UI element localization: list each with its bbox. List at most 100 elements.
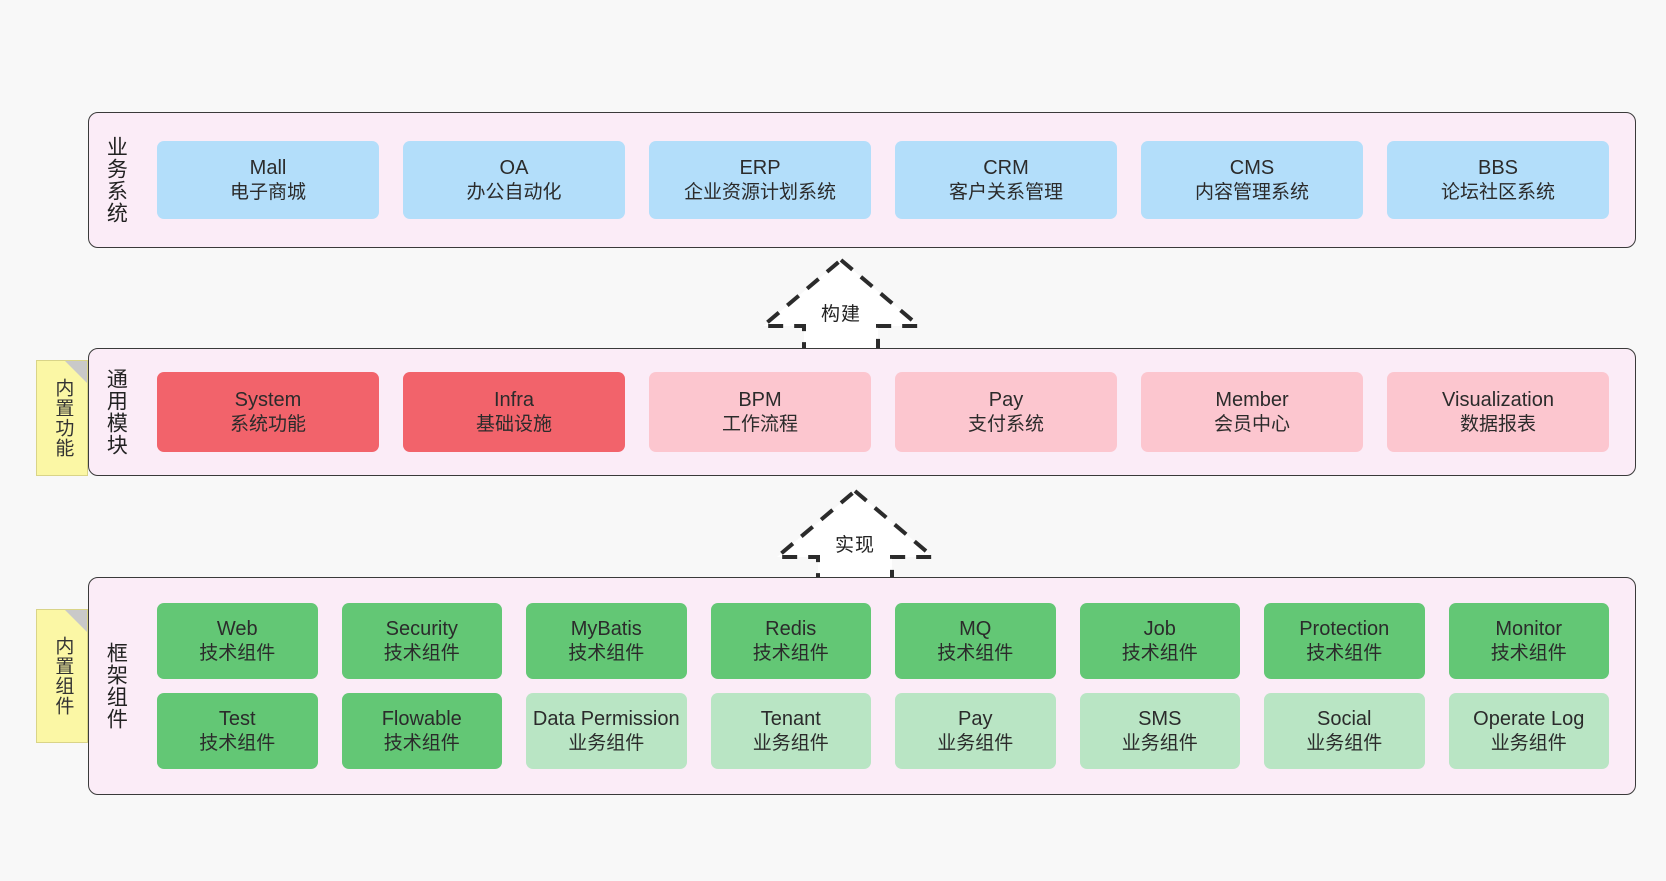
card-subtitle: 技术组件 xyxy=(199,642,276,664)
card-subtitle: 技术组件 xyxy=(1121,642,1198,664)
sticky-fold-corner-icon xyxy=(65,361,87,383)
card-bpm[interactable]: BPM 工作流程 xyxy=(649,372,871,452)
card-subtitle: 会员中心 xyxy=(1213,413,1290,435)
card-subtitle: 内容管理系统 xyxy=(1194,181,1309,203)
card-title: Visualization xyxy=(1442,389,1554,412)
card-mq[interactable]: MQ 技术组件 xyxy=(895,603,1056,679)
card-subtitle: 技术组件 xyxy=(937,642,1014,664)
card-subtitle: 论坛社区系统 xyxy=(1440,181,1555,203)
layer-common-module: 通用模块 System 系统功能 Infra 基础设施 BPM 工作流程 Pay… xyxy=(88,348,1636,476)
card-title: Pay xyxy=(958,708,993,731)
card-pay[interactable]: Pay 支付系统 xyxy=(895,372,1117,452)
connector-implement-label: 实现 xyxy=(834,535,875,556)
card-mybatis[interactable]: MyBatis 技术组件 xyxy=(526,603,687,679)
framework-row-business: Test 技术组件 Flowable 技术组件 Data Permission … xyxy=(145,693,1621,769)
card-mall[interactable]: Mall 电子商城 xyxy=(157,141,379,219)
card-subtitle: 业务组件 xyxy=(568,732,645,754)
card-web[interactable]: Web 技术组件 xyxy=(157,603,318,679)
card-title: Tenant xyxy=(760,708,821,731)
framework-row-technical: Web 技术组件 Security 技术组件 MyBatis 技术组件 Redi… xyxy=(145,603,1621,679)
card-title: Mall xyxy=(249,157,287,180)
card-title: CMS xyxy=(1229,157,1275,180)
card-monitor[interactable]: Monitor 技术组件 xyxy=(1448,603,1609,679)
card-system[interactable]: System 系统功能 xyxy=(157,372,379,452)
card-subtitle: 业务组件 xyxy=(1306,732,1383,754)
card-title: Protection xyxy=(1299,618,1390,641)
card-title: CRM xyxy=(983,157,1029,180)
card-data-permission[interactable]: Data Permission 业务组件 xyxy=(526,693,687,769)
card-subtitle: 业务组件 xyxy=(1490,732,1567,754)
card-subtitle: 技术组件 xyxy=(383,642,460,664)
card-tenant[interactable]: Tenant 业务组件 xyxy=(710,693,871,769)
card-title: OA xyxy=(499,157,529,180)
card-title: Web xyxy=(216,618,258,641)
connector-build-label: 构建 xyxy=(820,304,861,325)
card-bbs[interactable]: BBS 论坛社区系统 xyxy=(1387,141,1609,219)
card-title: BPM xyxy=(738,389,782,412)
layer-body-common-module: System 系统功能 Infra 基础设施 BPM 工作流程 Pay 支付系统… xyxy=(141,349,1635,475)
card-pay-business[interactable]: Pay 业务组件 xyxy=(895,693,1056,769)
card-subtitle: 系统功能 xyxy=(229,413,306,435)
card-subtitle: 技术组件 xyxy=(383,732,460,754)
card-title: Security xyxy=(385,618,458,641)
card-title: Member xyxy=(1215,389,1289,412)
card-subtitle: 企业资源计划系统 xyxy=(683,181,836,203)
card-subtitle: 工作流程 xyxy=(721,413,798,435)
card-operate-log[interactable]: Operate Log 业务组件 xyxy=(1448,693,1609,769)
card-security[interactable]: Security 技术组件 xyxy=(341,603,502,679)
card-subtitle: 客户关系管理 xyxy=(948,181,1063,203)
card-title: System xyxy=(234,389,302,412)
card-title: Test xyxy=(218,708,256,731)
dashed-hollow-up-arrow-icon xyxy=(771,488,939,583)
card-crm[interactable]: CRM 客户关系管理 xyxy=(895,141,1117,219)
sticky-note-builtin-components: 内置组件 xyxy=(36,609,88,743)
card-title: MyBatis xyxy=(570,618,642,641)
card-title: SMS xyxy=(1138,708,1182,731)
card-subtitle: 业务组件 xyxy=(1121,732,1198,754)
card-social[interactable]: Social 业务组件 xyxy=(1264,693,1425,769)
card-sms[interactable]: SMS 业务组件 xyxy=(1079,693,1240,769)
card-job[interactable]: Job 技术组件 xyxy=(1079,603,1240,679)
card-subtitle: 技术组件 xyxy=(1490,642,1567,664)
card-title: Infra xyxy=(493,389,535,412)
card-title: Redis xyxy=(765,618,817,641)
card-title: BBS xyxy=(1477,157,1519,180)
dashed-hollow-up-arrow-icon xyxy=(757,257,925,352)
sticky-note-label: 内置组件 xyxy=(52,636,74,716)
card-title: Social xyxy=(1317,708,1372,731)
layer-business-system: 业务系统 Mall 电子商城 OA 办公自动化 ERP 企业资源计划系统 CRM… xyxy=(88,112,1636,248)
sticky-note-label: 内置功能 xyxy=(52,378,74,458)
card-visualization[interactable]: Visualization 数据报表 xyxy=(1387,372,1609,452)
card-infra[interactable]: Infra 基础设施 xyxy=(403,372,625,452)
card-flowable[interactable]: Flowable 技术组件 xyxy=(341,693,502,769)
card-title: MQ xyxy=(959,618,992,641)
sticky-fold-corner-icon xyxy=(65,610,87,632)
card-redis[interactable]: Redis 技术组件 xyxy=(710,603,871,679)
card-title: Monitor xyxy=(1495,618,1563,641)
card-subtitle: 业务组件 xyxy=(752,732,829,754)
card-title: Operate Log xyxy=(1473,708,1585,731)
card-subtitle: 业务组件 xyxy=(937,732,1014,754)
sticky-note-builtin-features: 内置功能 xyxy=(36,360,88,476)
card-erp[interactable]: ERP 企业资源计划系统 xyxy=(649,141,871,219)
card-cms[interactable]: CMS 内容管理系统 xyxy=(1141,141,1363,219)
layer-framework-components: 框架组件 Web 技术组件 Security 技术组件 MyBatis 技术组件… xyxy=(88,577,1636,795)
card-subtitle: 技术组件 xyxy=(199,732,276,754)
card-subtitle: 技术组件 xyxy=(1306,642,1383,664)
layer-title-framework-components: 框架组件 xyxy=(104,642,128,730)
card-subtitle: 办公自动化 xyxy=(466,181,562,203)
card-protection[interactable]: Protection 技术组件 xyxy=(1264,603,1425,679)
card-subtitle: 基础设施 xyxy=(475,413,552,435)
layer-body-framework-components: Web 技术组件 Security 技术组件 MyBatis 技术组件 Redi… xyxy=(141,578,1635,794)
layer-title-common-module: 通用模块 xyxy=(104,368,128,456)
card-subtitle: 电子商城 xyxy=(229,181,306,203)
card-subtitle: 数据报表 xyxy=(1459,413,1536,435)
card-title: Flowable xyxy=(381,708,462,731)
card-test[interactable]: Test 技术组件 xyxy=(157,693,318,769)
card-member[interactable]: Member 会员中心 xyxy=(1141,372,1363,452)
card-title: Pay xyxy=(988,389,1024,412)
layer-body-business-system: Mall 电子商城 OA 办公自动化 ERP 企业资源计划系统 CRM 客户关系… xyxy=(141,113,1635,247)
card-oa[interactable]: OA 办公自动化 xyxy=(403,141,625,219)
card-subtitle: 支付系统 xyxy=(967,413,1044,435)
